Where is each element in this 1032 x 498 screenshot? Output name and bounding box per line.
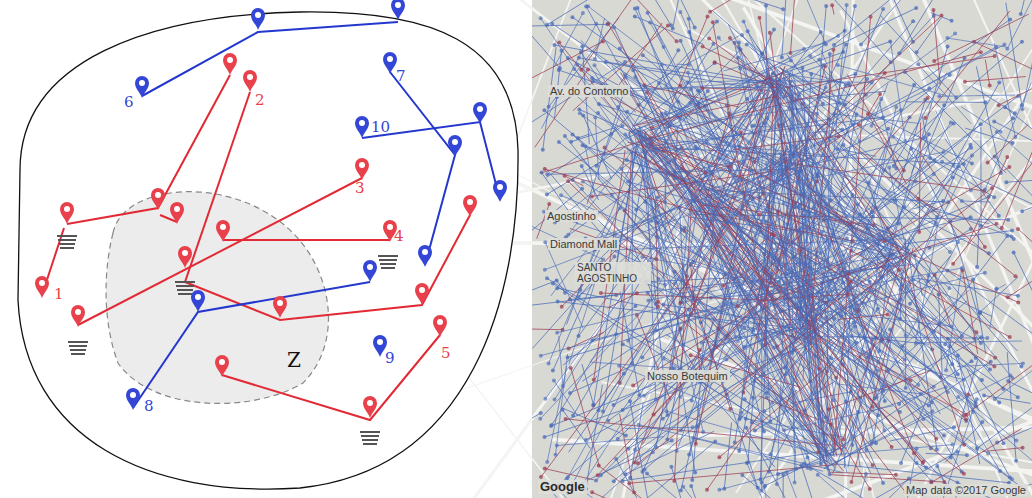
map-pin xyxy=(463,195,477,217)
route-number: 6 xyxy=(124,95,134,110)
route-number: 4 xyxy=(394,229,404,244)
route-number: 10 xyxy=(371,120,390,135)
map-pin xyxy=(415,283,429,305)
map-label: Diamond Mall xyxy=(548,238,619,250)
route-line xyxy=(42,228,64,295)
zone-outline xyxy=(106,192,328,404)
map-label: SANTO AGOSTINHO xyxy=(575,262,651,284)
route-line xyxy=(185,215,470,320)
map-pin xyxy=(433,315,447,337)
route-number: 2 xyxy=(255,93,265,108)
route-line xyxy=(78,178,362,325)
map-pin xyxy=(60,202,74,224)
map-pin xyxy=(223,53,237,75)
map-pin xyxy=(448,135,462,157)
depot-symbol xyxy=(378,256,398,268)
map-pin xyxy=(363,260,377,282)
route-number: 8 xyxy=(144,399,154,414)
map-pin xyxy=(135,76,149,98)
map-pin xyxy=(493,180,507,202)
depot-symbol xyxy=(68,342,88,354)
route-line xyxy=(185,92,250,282)
map-pin xyxy=(273,296,287,318)
map-pin xyxy=(126,388,140,410)
zone-region: Z xyxy=(105,170,345,415)
map-pin xyxy=(383,52,397,74)
zone-shape xyxy=(105,170,345,415)
depot-symbol xyxy=(175,282,195,294)
map-pin xyxy=(191,290,205,312)
route-line xyxy=(222,335,440,420)
map-pin xyxy=(391,0,405,20)
route-number: 5 xyxy=(441,346,451,361)
map-label: Google xyxy=(538,480,587,494)
depot-symbol xyxy=(57,236,77,248)
map-pin xyxy=(418,245,432,267)
zone-label: Z xyxy=(287,350,301,370)
route-line xyxy=(223,239,390,241)
route-line xyxy=(160,215,177,222)
map-pin xyxy=(170,202,184,224)
map-pin xyxy=(251,8,265,30)
map-pin xyxy=(473,102,487,124)
map-pin xyxy=(355,158,369,180)
map-pin xyxy=(363,396,377,418)
map-pin xyxy=(216,220,230,242)
trip-lines xyxy=(532,0,1032,498)
map-label: Agostinho xyxy=(545,210,598,222)
map-pin xyxy=(35,276,49,298)
map-pin xyxy=(215,355,229,377)
route-line xyxy=(390,72,455,265)
route-number: 9 xyxy=(385,351,395,366)
route-line xyxy=(142,22,398,96)
depot-symbol xyxy=(360,432,380,444)
map-label: Map data ©2017 Google xyxy=(904,484,1028,496)
route-number: 7 xyxy=(396,69,406,84)
map-pin xyxy=(373,335,387,357)
route-line xyxy=(67,75,230,224)
map-pin xyxy=(243,70,257,92)
map-label: Av. do Contorno xyxy=(548,85,630,97)
route-number: 1 xyxy=(54,287,64,302)
city-boundary xyxy=(18,12,518,489)
route-line xyxy=(133,282,370,408)
map-pin xyxy=(355,116,369,138)
map-label: Nosso Botequim xyxy=(645,370,730,382)
map-pin xyxy=(178,246,192,268)
route-number: 3 xyxy=(355,181,365,196)
map-pin xyxy=(151,188,165,210)
map-pin xyxy=(71,305,85,327)
